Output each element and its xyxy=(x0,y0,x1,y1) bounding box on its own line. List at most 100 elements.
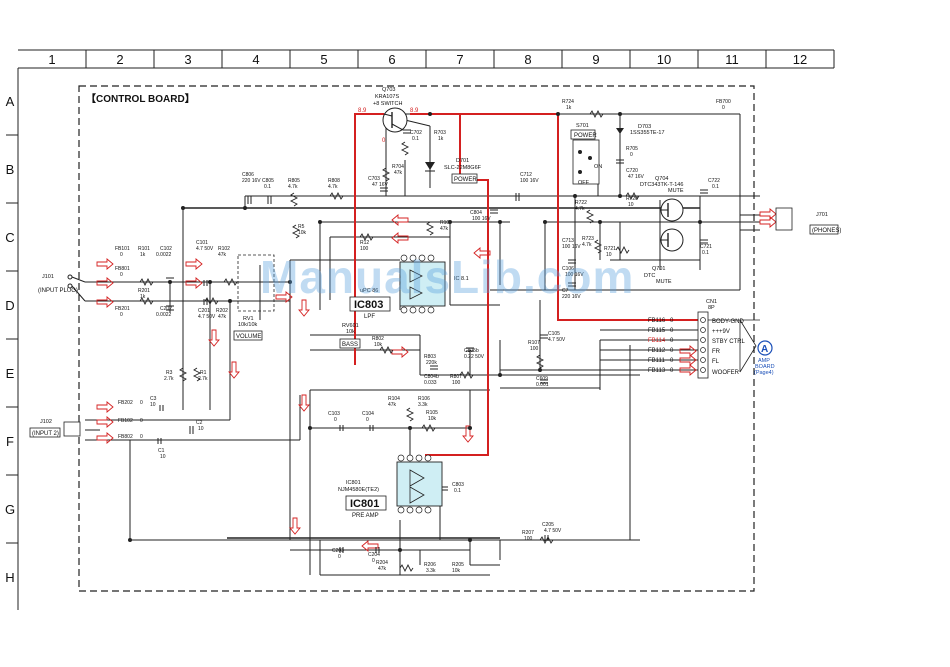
col-label: 9 xyxy=(592,52,599,67)
component-ref: R805 xyxy=(288,178,300,184)
component-ref: R204 xyxy=(376,560,388,566)
bass-value: 10k xyxy=(346,329,355,335)
component-val: 10k xyxy=(428,416,437,422)
component-ref: C2 xyxy=(196,420,203,426)
component-ref: R703 xyxy=(434,130,446,136)
component-val: 3.3k xyxy=(426,568,436,574)
component-ref: R102 xyxy=(218,246,230,252)
component-val: 4.7 50V xyxy=(198,314,216,320)
bass-name: BASS xyxy=(342,342,358,348)
q703-func: +8 SWITCH xyxy=(373,101,403,107)
component-ref: R807 xyxy=(450,374,462,380)
diode-d703: D703 1SS355TE-17 xyxy=(616,124,665,136)
q704-part: DTC343TK-T-146 xyxy=(640,182,683,188)
component-val: 47 16V xyxy=(628,174,645,180)
cn1-fb-val: 0 xyxy=(670,348,674,354)
q701-ref: Q701 xyxy=(652,266,665,272)
component-labels: R724 1k FB700 0 C702 0.1 R703 1k R704 47… xyxy=(115,99,731,574)
component-val: 0 xyxy=(140,434,143,440)
component-ref: C803 xyxy=(452,482,464,488)
component-ref: C722 xyxy=(708,178,720,184)
power-path xyxy=(354,113,698,456)
cn1-signal: STBY CTRL xyxy=(712,339,746,345)
component-val: 0 xyxy=(120,252,123,258)
component-val: 47k xyxy=(218,252,227,258)
component-val: 0 xyxy=(140,418,143,424)
row-label: G xyxy=(5,502,15,517)
component-ref: R808 xyxy=(328,178,340,184)
cn1-fb-val: 0 xyxy=(670,328,674,334)
col-label: 2 xyxy=(116,52,123,67)
component-ref: C101 xyxy=(196,240,208,246)
component-val: 10 xyxy=(150,402,156,408)
cn1-signal-list: FB116 0 BODY-GND FB115 0 +++9V FB114 0 S… xyxy=(648,318,746,376)
j701-name: (PHONES) xyxy=(812,228,841,234)
power-switch: S701 POWER ON OFF xyxy=(570,123,602,186)
component-ref: C703 xyxy=(368,176,380,182)
cn1-fb-val: 0 xyxy=(670,368,674,374)
component-ref: R724 xyxy=(562,99,574,105)
cn1-signal: WOOFER xyxy=(712,370,740,376)
col-label: 3 xyxy=(184,52,191,67)
cn1-signal: FL xyxy=(712,359,720,365)
component-ref: FB801 xyxy=(115,266,130,272)
cn1-fb: FB112 xyxy=(648,348,666,354)
component-val: 1k xyxy=(140,252,146,258)
component-val: 220k xyxy=(426,360,437,366)
component-ref: C103 xyxy=(328,411,340,417)
component-ref: C201 xyxy=(198,308,210,314)
component-val: 100 xyxy=(452,380,461,386)
q703-transistor: Q703 KRA107S +8 SWITCH 8.9 8.9 0 xyxy=(358,87,419,144)
row-label: F xyxy=(6,434,14,449)
component-ref: C3 xyxy=(150,396,157,402)
component-ref: R3 xyxy=(166,370,173,376)
j101-ref: J101 xyxy=(42,274,54,280)
component-val: 0 xyxy=(338,554,341,560)
component-ref: C805b xyxy=(464,348,479,354)
component-val: 0.0022 xyxy=(156,312,172,318)
row-label: B xyxy=(6,162,15,177)
bass-ref: RV601 xyxy=(342,323,359,329)
component-val: 47k xyxy=(394,170,403,176)
switch-ref: S701 xyxy=(576,123,589,129)
component-val: 100 16V xyxy=(520,178,539,184)
cn1-signal: +++9V xyxy=(712,329,730,335)
component-val: 4.7 50V xyxy=(548,337,566,343)
led-name: POWER xyxy=(454,177,477,183)
component-val: 100 16V xyxy=(562,244,581,250)
ic801-function: PRE AMP xyxy=(352,513,379,519)
component-ref: C712 xyxy=(520,172,532,178)
switch-on: ON xyxy=(594,164,602,170)
amp-board-reference: A AMP BOARD (Page4) xyxy=(739,319,775,376)
ic803-function: LPF xyxy=(364,314,375,320)
component-ref: C7 xyxy=(562,288,569,294)
component-val: 220 16V xyxy=(562,294,581,300)
component-val: 0.1 xyxy=(412,136,419,142)
component-val: 0.1 xyxy=(712,184,719,190)
component-ref: C713 xyxy=(562,238,574,244)
col-label: 6 xyxy=(388,52,395,67)
component-val: 0 xyxy=(722,105,725,111)
component-val: 4.7k xyxy=(582,242,592,248)
component-ref: R704 xyxy=(392,164,404,170)
component-val: 3.3k xyxy=(418,402,428,408)
power-led: D701 SLC-22M8G6F POWER xyxy=(425,158,482,184)
bass-pot: RV601 10k BASS xyxy=(339,323,361,349)
component-ref: FB102 xyxy=(118,418,133,424)
component-ref: C609 xyxy=(536,376,548,382)
component-ref: C202 xyxy=(160,306,172,312)
component-val: 0 xyxy=(120,272,123,278)
cn1-connector: CN1 8P xyxy=(697,299,760,379)
cn1-fb-val: 0 xyxy=(670,358,674,364)
component-ref: R207 xyxy=(522,530,534,536)
component-val: 47k xyxy=(440,226,449,232)
volume-ref: RV1 xyxy=(243,316,254,322)
component-ref: C205 xyxy=(542,522,554,528)
volume-pot: RV1 10k/10k VOLUME xyxy=(233,254,275,341)
component-ref: R206 xyxy=(424,562,436,568)
voltage-a: 8.9 xyxy=(358,108,367,114)
component-val: 1k xyxy=(140,294,146,300)
component-val: 10k xyxy=(374,342,383,348)
component-val: 0 xyxy=(120,312,123,318)
q703-ref: Q703 xyxy=(382,87,395,93)
